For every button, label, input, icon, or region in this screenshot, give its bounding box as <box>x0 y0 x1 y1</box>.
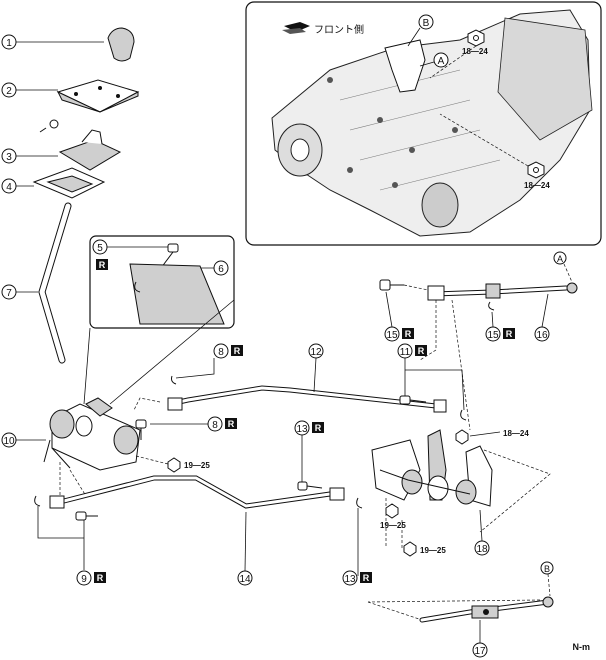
selector-bracket-assembly <box>371 429 493 507</box>
callout-3: 3 <box>1 148 58 164</box>
svg-text:R: R <box>228 419 235 429</box>
clip-icon <box>171 375 177 385</box>
svg-text:8: 8 <box>218 347 224 358</box>
nut-icon <box>403 541 417 557</box>
svg-text:13: 13 <box>344 574 356 585</box>
svg-text:R: R <box>97 573 104 583</box>
front-side-label: フロント側 <box>314 23 364 36</box>
bolt-icon <box>399 395 427 405</box>
callout-18: 18 <box>474 509 490 556</box>
svg-text:13: 13 <box>296 424 308 435</box>
torque-right-3: 19—25 <box>420 546 446 555</box>
callout-15b: 15 R <box>485 311 515 342</box>
callout-13b: 13 R <box>342 570 372 586</box>
callout-9: 9 R <box>76 570 106 586</box>
svg-text:9: 9 <box>81 574 87 585</box>
callout-1: 1 <box>1 34 104 50</box>
bolt-icon <box>135 419 147 440</box>
svg-text:16: 16 <box>536 330 548 341</box>
svg-text:B: B <box>544 564 550 574</box>
svg-text:10: 10 <box>3 436 15 447</box>
svg-text:17: 17 <box>474 646 486 657</box>
svg-text:R: R <box>315 423 322 433</box>
torque-inset-lower: 18—24 <box>524 181 550 190</box>
callout-8a: 8 R <box>213 343 243 359</box>
clip-icon <box>134 281 141 293</box>
nut-icon <box>167 457 181 473</box>
svg-text:2: 2 <box>6 86 12 97</box>
bolt-icon <box>75 511 98 521</box>
detail-label-6: 6 <box>218 264 224 275</box>
svg-text:15: 15 <box>487 330 499 341</box>
torque-inset-upper: 18—24 <box>462 47 488 56</box>
svg-text:4: 4 <box>6 182 12 193</box>
svg-text:12: 12 <box>310 347 322 358</box>
callout-14: 14 <box>237 511 253 586</box>
transfer-inset: フロント側 B A 18—24 18—24 <box>245 1 602 246</box>
callout-10: 10 <box>1 432 46 448</box>
svg-text:R: R <box>99 260 106 270</box>
bolt-icon <box>39 119 59 133</box>
bolt-icon <box>297 481 323 491</box>
svg-text:R: R <box>234 346 241 356</box>
detail-lever-end <box>129 263 225 325</box>
torque-right-1: 18—24 <box>503 429 529 438</box>
shift-lever-cover <box>56 79 140 113</box>
clip-icon <box>460 409 467 421</box>
ref-b: B <box>540 561 554 597</box>
marker-b <box>418 14 434 30</box>
detail-inset: 5 R 6 <box>89 235 235 329</box>
callout-8b: 8 R <box>207 416 237 432</box>
detail-label-5: 5 <box>97 243 103 254</box>
transfer-case-body <box>271 9 593 237</box>
svg-text:7: 7 <box>6 288 12 299</box>
svg-text:R: R <box>363 573 370 583</box>
callout-2: 2 <box>1 82 58 98</box>
clip-icon <box>488 301 495 311</box>
svg-text:1: 1 <box>6 38 12 49</box>
callout-11: 11 R <box>397 343 427 359</box>
marker-a-label: A <box>438 56 445 67</box>
callout-13a: 13 R <box>294 420 324 482</box>
nut-icon <box>385 503 399 519</box>
svg-text:A: A <box>557 254 563 264</box>
front-arrow-icon <box>282 22 310 34</box>
shift-knob <box>107 27 135 62</box>
ref-a: A <box>553 251 573 283</box>
marker-a <box>433 52 449 68</box>
svg-text:18: 18 <box>476 544 488 555</box>
callout-4: 4 <box>1 178 34 194</box>
unit-code: N-m <box>573 642 591 652</box>
torque-right-2: 19—25 <box>380 521 406 530</box>
svg-text:R: R <box>418 346 425 356</box>
svg-text:14: 14 <box>239 574 251 585</box>
svg-text:11: 11 <box>400 347 411 358</box>
svg-text:3: 3 <box>6 152 12 163</box>
torque-mid-left: 19—25 <box>184 461 210 470</box>
shift-mechanism-assembly <box>43 397 141 471</box>
callout-16: 16 <box>534 293 550 342</box>
callout-17: 17 <box>472 620 488 658</box>
callout-15a: 15 R <box>384 291 414 342</box>
bolt-icon <box>379 279 404 291</box>
clip-icon <box>34 495 41 507</box>
svg-text:R: R <box>405 329 412 339</box>
shift-boot <box>58 139 122 171</box>
callout-7: 7 <box>1 284 38 300</box>
callout-12: 12 <box>308 343 324 393</box>
nut-icon <box>527 161 545 179</box>
nut-icon <box>467 29 485 47</box>
nut-icon <box>455 429 469 445</box>
clip-icon <box>356 497 363 509</box>
r-marker: R <box>96 259 108 270</box>
svg-text:15: 15 <box>386 330 398 341</box>
svg-text:8: 8 <box>212 420 218 431</box>
svg-text:R: R <box>506 329 513 339</box>
marker-b-label: B <box>423 18 430 29</box>
